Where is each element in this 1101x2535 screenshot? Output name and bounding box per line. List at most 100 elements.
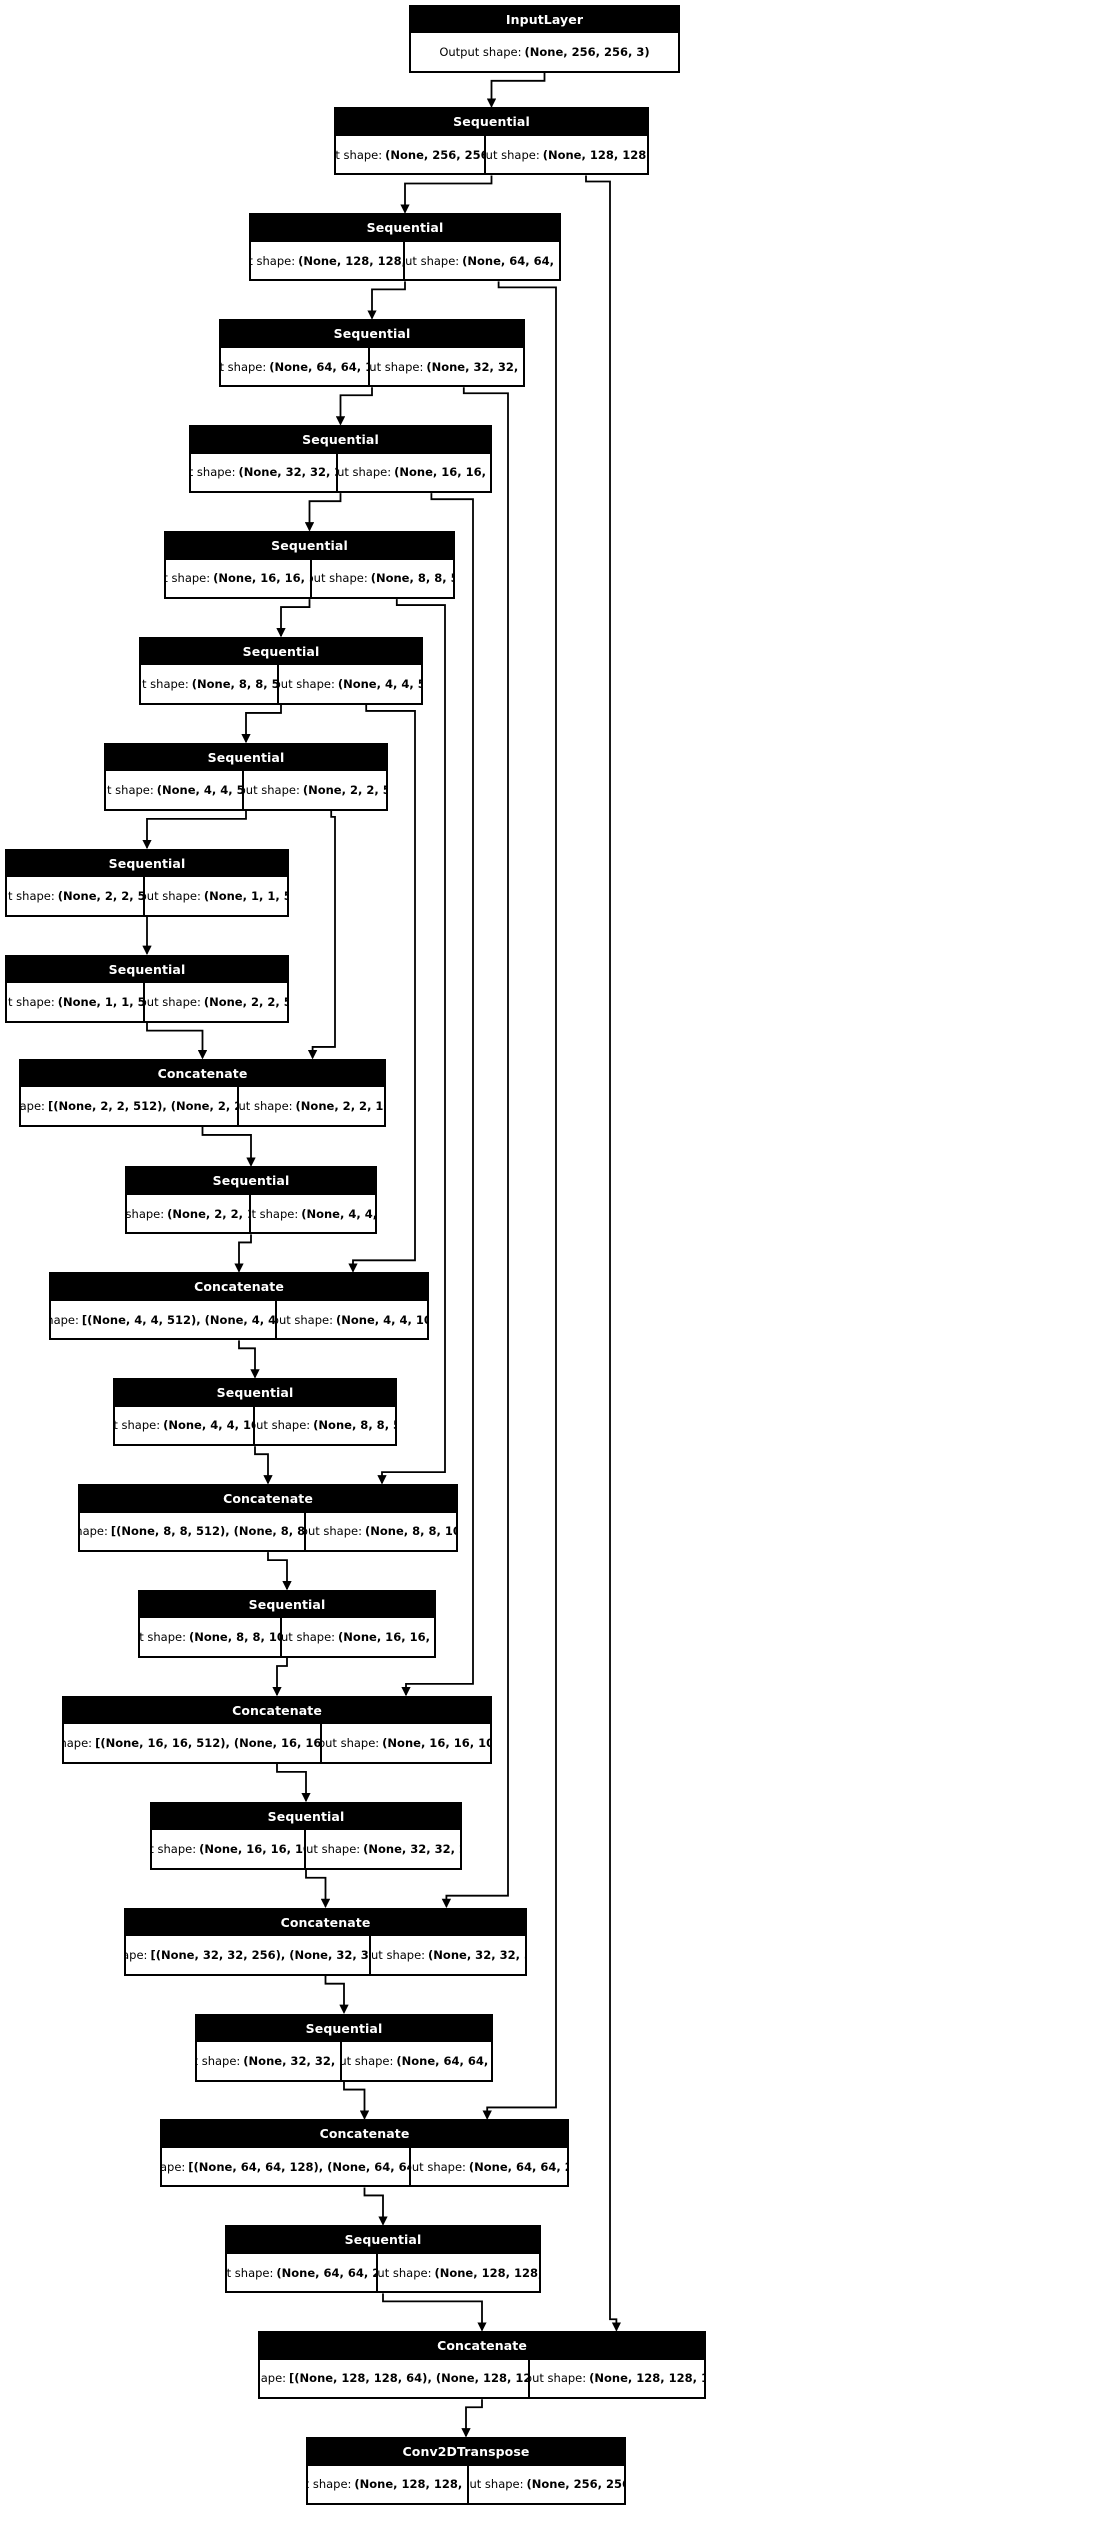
input-shape-label: Input shape: xyxy=(221,359,267,374)
output-shape-value: (None, 256, 256, 3) xyxy=(526,2477,625,2492)
input-shape-label: Input shape: xyxy=(152,1842,197,1857)
graph-node-sequential: SequentialInput shape:(None, 8, 8, 512)O… xyxy=(139,636,423,705)
graph-edge xyxy=(377,599,446,1485)
graph-node-sequential: SequentialInput shape:(None, 128, 128, 6… xyxy=(249,213,561,282)
output-shape-value: (None, 8, 8, 1024) xyxy=(364,1524,456,1539)
input-shape-value: (None, 64, 64, 256) xyxy=(276,2265,376,2280)
node-input-shape: Input shape:(None, 4, 4, 512) xyxy=(106,771,242,809)
node-title: InputLayer xyxy=(411,6,678,34)
graph-edge xyxy=(142,810,247,850)
input-shape-label: Input shape: xyxy=(21,1099,45,1114)
node-input-shape: Input shape:(None, 16, 16, 512) xyxy=(166,559,311,598)
input-shape-value: [(None, 128, 128, 64), (None, 128, 128, … xyxy=(289,2371,529,2386)
input-shape-value: [(None, 64, 64, 128), (None, 64, 64, 128… xyxy=(188,2159,408,2174)
node-output-shape: Output shape:(None, 8, 8, 512) xyxy=(310,559,453,598)
graph-edge xyxy=(238,1340,260,1379)
input-shape-label: Input shape: xyxy=(115,1418,161,1433)
input-shape-value: (None, 4, 4, 512) xyxy=(156,783,242,798)
node-title: Sequential xyxy=(7,850,287,878)
node-output-shape: Output shape:(None, 8, 8, 1024) xyxy=(303,1512,456,1551)
input-shape-label: Input shape: xyxy=(308,2477,352,2492)
node-input-shape: Input shape:(None, 128, 128, 64) xyxy=(251,241,404,280)
graph-edge xyxy=(400,175,493,214)
node-shapes: Input shape:[(None, 128, 128, 64), (None… xyxy=(260,2359,704,2398)
node-shapes: Input shape:(None, 128, 128, 64)Output s… xyxy=(251,241,559,280)
node-output-shape: Output shape:(None, 128, 128, 128) xyxy=(528,2359,704,2398)
graph-edge xyxy=(146,1022,208,1060)
graph-node-sequential: SequentialInput shape:(None, 1, 1, 512)O… xyxy=(5,954,289,1023)
output-shape-label: Output shape: xyxy=(277,1312,333,1327)
input-shape-value: (None, 128, 128, 128) xyxy=(354,2477,467,2492)
input-shape-value: (None, 8, 8, 1024) xyxy=(188,1630,280,1645)
graph-edge xyxy=(272,1657,288,1697)
node-title: Concatenate xyxy=(64,1697,490,1725)
output-shape-label: Output shape: xyxy=(339,2053,394,2068)
output-shape-label: Output shape: xyxy=(405,253,460,268)
node-output-shape: Output shape:(None, 32, 32, 256) xyxy=(367,347,523,386)
input-shape-value: [(None, 2, 2, 512), (None, 2, 2, 512)] xyxy=(47,1099,237,1114)
output-shape-label: Output shape: xyxy=(255,1418,311,1433)
output-shape-label: Output shape: xyxy=(337,465,392,480)
output-shape-value: (None, 4, 4, 1024) xyxy=(335,1312,427,1327)
graph-edge xyxy=(335,387,373,426)
node-shapes: Input shape:(None, 64, 64, 256)Output sh… xyxy=(227,2253,539,2292)
output-shape-value: (None, 4, 4, 512) xyxy=(301,1206,375,1221)
output-shape-value: (None, 16, 16, 1024) xyxy=(382,1736,490,1751)
node-title: Concatenate xyxy=(21,1060,384,1088)
node-title: Sequential xyxy=(7,956,287,984)
node-shapes: Input shape:(None, 1, 1, 512)Output shap… xyxy=(7,983,287,1021)
node-title: Sequential xyxy=(106,744,386,772)
graph-edge xyxy=(482,281,557,2120)
node-title: Sequential xyxy=(197,2015,491,2043)
output-shape-value: (None, 32, 32, 256) xyxy=(363,1842,460,1857)
output-shape-value: (None, 8, 8, 512) xyxy=(370,571,453,586)
node-shapes: Output shape:(None, 256, 256, 3) xyxy=(411,33,678,71)
input-shape-label: Input shape: xyxy=(51,1312,79,1327)
output-shape-label: Output shape: xyxy=(322,1736,380,1751)
output-shape-value: (None, 64, 64, 128) xyxy=(396,2053,491,2068)
output-shape-label: Output shape: xyxy=(251,1206,299,1221)
output-shape-value: (None, 64, 64, 256) xyxy=(468,2159,567,2174)
input-shape-label: Input shape: xyxy=(80,1524,108,1539)
node-output-shape: Output shape:(None, 1, 1, 512) xyxy=(142,877,287,915)
node-shapes: Input shape:(None, 128, 128, 128)Output … xyxy=(308,2465,625,2504)
input-shape-label: Input shape: xyxy=(7,994,55,1009)
graph-node-sequential: SequentialInput shape:(None, 4, 4, 512)O… xyxy=(104,742,388,811)
input-shape-value: (None, 2, 2, 512) xyxy=(57,888,143,903)
node-title: Sequential xyxy=(191,427,490,454)
graph-edge xyxy=(382,2293,487,2332)
input-shape-label: Input shape: xyxy=(140,1630,186,1645)
graph-node-sequential: SequentialInput shape:(None, 2, 2, 1024)… xyxy=(125,1166,377,1235)
node-output-shape: Output shape:(None, 16, 16, 1024) xyxy=(320,1724,490,1762)
graph-edge xyxy=(324,1975,349,2014)
output-shape-value: (None, 1, 1, 512) xyxy=(203,888,287,903)
input-shape-label: Input shape: xyxy=(162,2159,186,2174)
output-shape-value: (None, 128, 128, 64) xyxy=(434,2265,539,2280)
output-shape-value: (None, 2, 2, 512) xyxy=(203,994,287,1009)
node-input-shape: Input shape:(None, 32, 32, 256) xyxy=(191,453,337,492)
node-input-shape: Input shape:(None, 2, 2, 1024) xyxy=(127,1194,250,1233)
input-shape-value: (None, 128, 128, 64) xyxy=(298,253,404,268)
input-shape-label: Input shape: xyxy=(64,1736,93,1751)
output-shape-label: Output shape: xyxy=(312,571,368,586)
node-output-shape: Output shape:(None, 2, 2, 512) xyxy=(241,771,386,809)
graph-node-sequential: SequentialInput shape:(None, 16, 16, 102… xyxy=(150,1801,462,1870)
node-shapes: Input shape:(None, 8, 8, 1024)Output sha… xyxy=(140,1618,434,1656)
input-shape-label: Input shape: xyxy=(7,888,55,903)
graph-node-concatenate: ConcatenateInput shape:[(None, 4, 4, 512… xyxy=(49,1272,429,1341)
input-shape-label: Input shape: xyxy=(227,2265,274,2280)
node-title: Sequential xyxy=(140,1591,434,1619)
node-input-shape: Input shape:(None, 64, 64, 128) xyxy=(221,347,368,386)
output-shape-value: (None, 128, 128, 128) xyxy=(589,2371,704,2386)
graph-node-concatenate: ConcatenateInput shape:[(None, 8, 8, 512… xyxy=(78,1484,458,1553)
node-title: Sequential xyxy=(227,2227,539,2254)
input-shape-label: Input shape: xyxy=(106,783,154,798)
node-shapes: Input shape:(None, 16, 16, 1024)Output s… xyxy=(152,1830,460,1868)
node-input-shape: Input shape:(None, 64, 64, 256) xyxy=(227,2253,376,2292)
input-shape-label: Input shape: xyxy=(251,253,296,268)
graph-edge xyxy=(367,281,406,320)
output-shape-value: (None, 16, 16, 512) xyxy=(338,1630,434,1645)
graph-node-concatenate: ConcatenateInput shape:[(None, 16, 16, 5… xyxy=(62,1695,492,1764)
graph-edge xyxy=(304,493,342,532)
output-shape-label: Output shape: xyxy=(306,1524,362,1539)
